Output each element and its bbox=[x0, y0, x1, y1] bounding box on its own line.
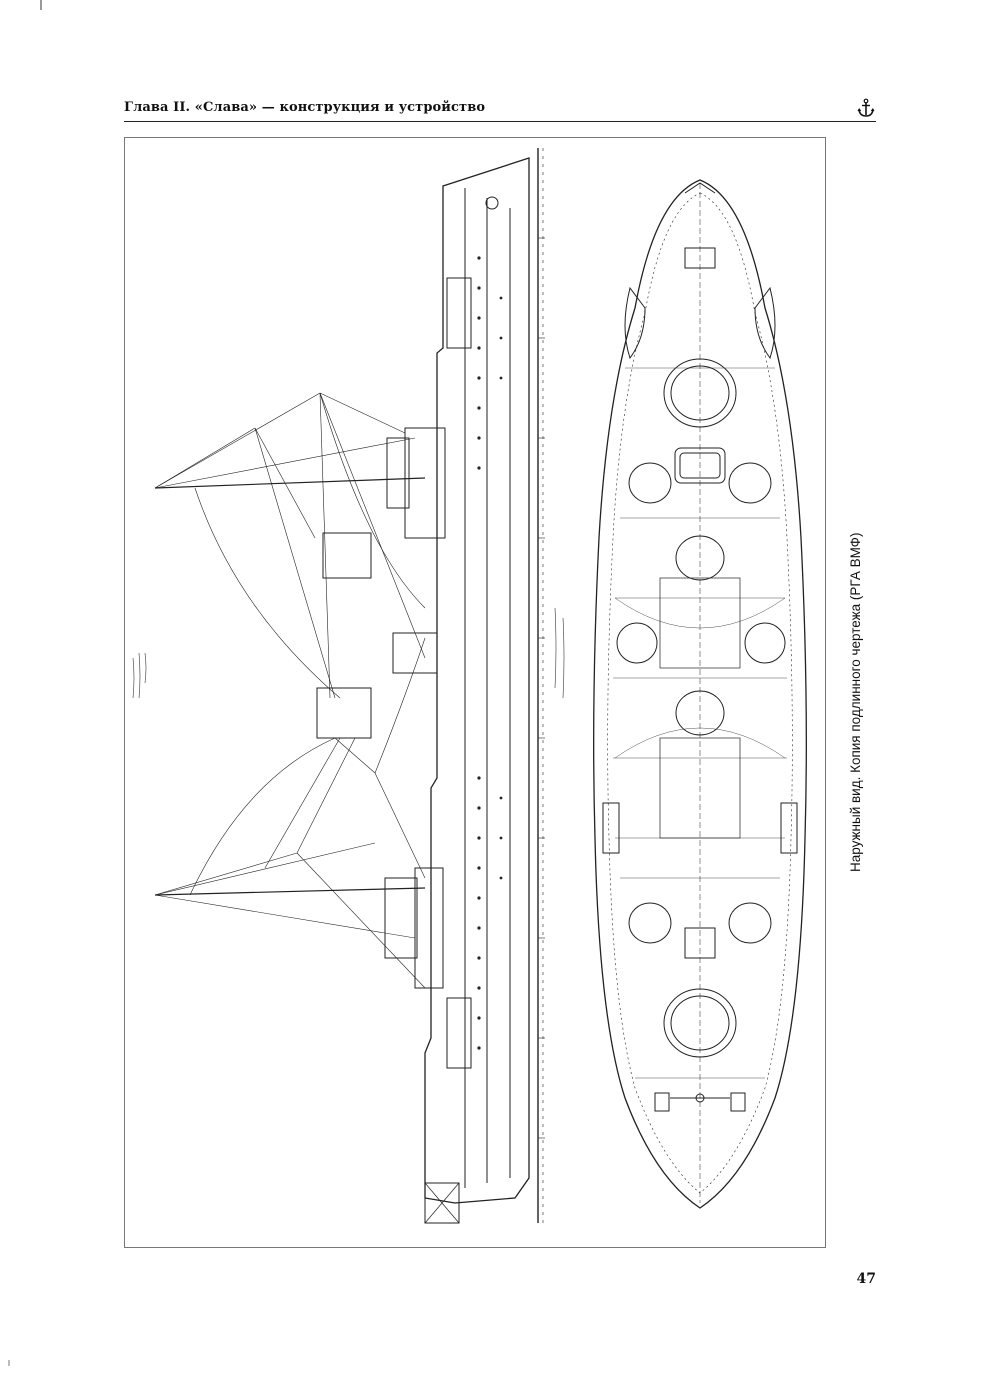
handwritten-annotations bbox=[132, 607, 565, 699]
portholes bbox=[477, 256, 503, 1050]
header-rule bbox=[124, 121, 876, 122]
figure-caption: Наружный вид. Копия подлинного чертежа (… bbox=[848, 532, 863, 872]
anchor-icon bbox=[857, 98, 875, 117]
crop-mark-bottom bbox=[8, 1360, 10, 1366]
chapter-title: Глава II. «Слава» — конструкция и устрой… bbox=[124, 100, 486, 115]
ship-drawing bbox=[132, 148, 807, 1224]
crop-mark-top bbox=[40, 0, 42, 10]
ship-drawing-frame bbox=[124, 137, 826, 1248]
side-elevation-view bbox=[154, 148, 545, 1224]
page-number: 47 bbox=[856, 1271, 876, 1287]
deck-plan-view bbox=[593, 179, 807, 1209]
running-header: Глава II. «Слава» — конструкция и устрой… bbox=[124, 98, 876, 124]
